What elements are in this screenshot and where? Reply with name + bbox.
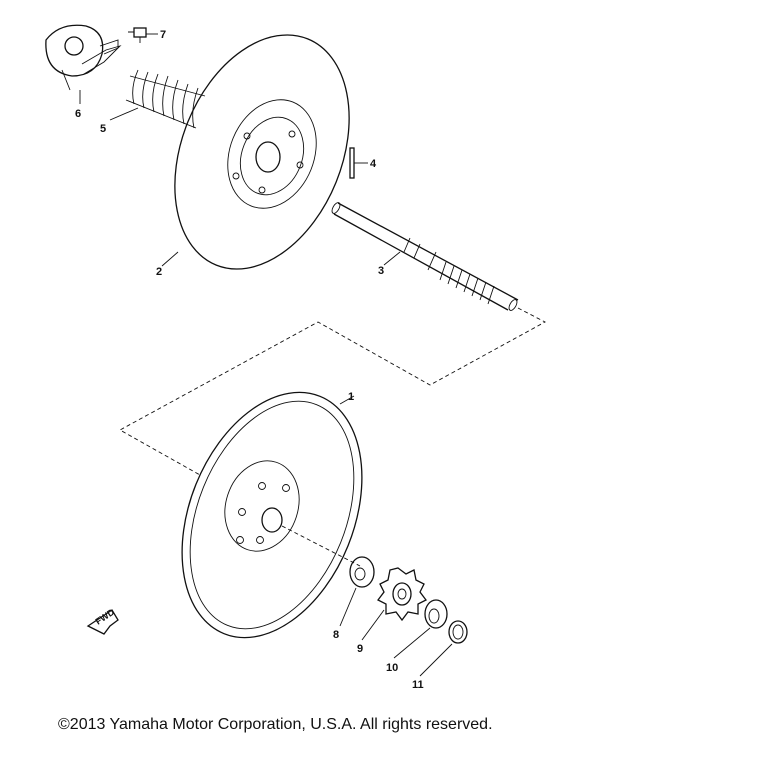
forward-arrow-icon: FWD: [86, 607, 119, 635]
callout-4: 4: [370, 158, 377, 170]
leader-1: [339, 395, 355, 405]
callout-10: 10: [386, 662, 398, 674]
callout-8: 8: [333, 629, 339, 641]
callout-5: 5: [100, 123, 106, 135]
callout-3: 3: [378, 265, 384, 277]
leader-5: [109, 107, 139, 121]
leader-11: [419, 643, 453, 677]
callout-11: 11: [412, 679, 424, 691]
leader-3: [383, 251, 401, 266]
cam-lever-assembly: [45, 24, 122, 91]
leader-9: [361, 609, 385, 641]
pin: [349, 147, 355, 179]
leader-2: [161, 251, 179, 267]
spring: [125, 69, 206, 129]
primary-shaft: [331, 202, 519, 311]
exploded-parts-diagram: FWD 1 2 3 4 5 6 7 8 9 10 11: [45, 24, 546, 691]
sprocket: [377, 567, 427, 622]
washer: [448, 620, 468, 644]
movable-sheave: [174, 34, 350, 270]
leader-10: [393, 627, 431, 659]
fixed-sheave: [181, 391, 363, 639]
callout-1: 1: [348, 391, 354, 403]
leader-8: [339, 587, 357, 627]
callout-2: 2: [156, 266, 162, 278]
collar: [349, 556, 375, 588]
callout-6: 6: [75, 108, 81, 120]
callout-7: 7: [160, 29, 166, 41]
small-bushing: [128, 27, 147, 43]
copyright-notice: ©2013 Yamaha Motor Corporation, U.S.A. A…: [58, 716, 493, 733]
spacer: [424, 599, 448, 629]
alignment-guide: [119, 307, 546, 476]
callout-9: 9: [357, 643, 363, 655]
